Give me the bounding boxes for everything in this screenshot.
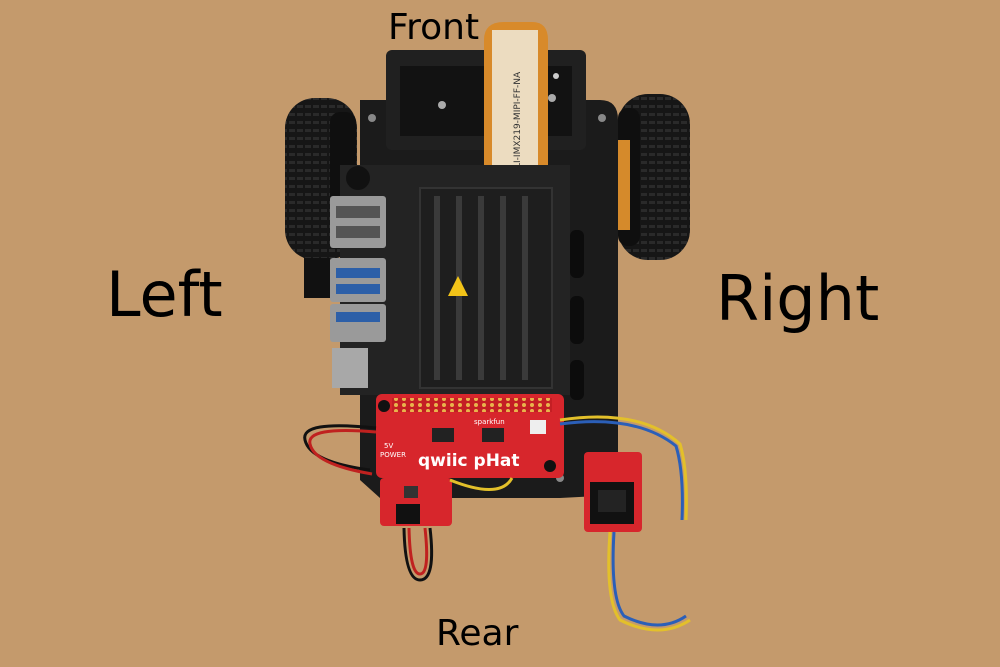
brand-text: sparkfun bbox=[474, 418, 505, 426]
usb-port-top bbox=[330, 196, 386, 248]
heatsink bbox=[419, 187, 553, 389]
qwiic-phat-board: qwiic pHat sparkfun 5V POWER bbox=[376, 394, 564, 478]
front-label: Front bbox=[388, 7, 480, 48]
cable-print-text: LI-IMX219-MIPI-FF-NA bbox=[513, 71, 523, 168]
warning-sticker-icon bbox=[448, 276, 468, 296]
motor-driver-board bbox=[380, 478, 452, 526]
oled-display-board bbox=[584, 452, 642, 532]
right-label: Right bbox=[716, 262, 880, 335]
ethernet-port bbox=[332, 348, 368, 388]
camera-ribbon-cable: LI-IMX219-MIPI-FF-NA bbox=[484, 22, 548, 175]
wires bbox=[303, 415, 691, 632]
power-label-2: POWER bbox=[380, 451, 406, 459]
left-label: Left bbox=[106, 258, 223, 331]
rear-label: Rear bbox=[436, 613, 519, 654]
hat-name-text: qwiic pHat bbox=[418, 451, 520, 471]
power-label-1: 5V bbox=[384, 442, 393, 450]
usb-port-lower bbox=[330, 304, 386, 342]
right-wheel bbox=[612, 94, 690, 260]
usb-port-middle bbox=[330, 258, 386, 302]
